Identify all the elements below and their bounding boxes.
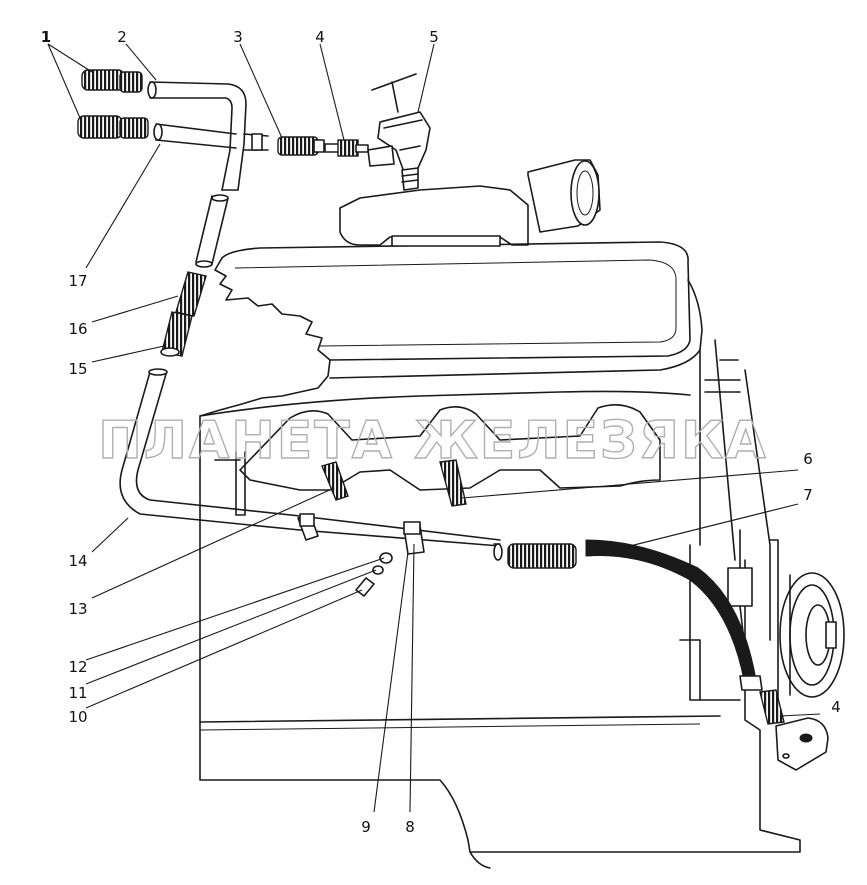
- air-intake: [339, 159, 601, 247]
- callout-11: 11: [68, 684, 87, 702]
- fitting-3: [277, 136, 325, 156]
- hose-1: [77, 69, 149, 139]
- hose-15: [160, 311, 193, 357]
- hose-16: [175, 271, 207, 317]
- fitting-4-lower: [759, 689, 829, 771]
- callout-2: 2: [117, 28, 127, 46]
- valve-cover: [199, 241, 703, 516]
- lower-tube: [119, 368, 503, 561]
- callout-17: 17: [68, 272, 87, 290]
- callout-12: 12: [68, 658, 87, 676]
- callout-4: 4: [315, 28, 325, 46]
- valve-tap: [367, 73, 431, 191]
- callout-14: 14: [68, 552, 87, 570]
- callout-16: 16: [68, 320, 87, 338]
- clamp-8: [403, 521, 425, 555]
- vertical-tube: [195, 194, 229, 268]
- callout-7: 7: [803, 486, 813, 504]
- clamp-13: [297, 513, 319, 541]
- callout-9: 9: [361, 818, 371, 836]
- callout-labels: 1 2 3 4 5 6 7 8 9 10 11 12 13 14 15 16 1…: [41, 28, 841, 836]
- callout-13: 13: [68, 600, 87, 618]
- callout-4-lower: 4: [831, 698, 841, 716]
- tube-17: [153, 123, 269, 151]
- callout-5: 5: [429, 28, 439, 46]
- hose-7: [507, 539, 763, 691]
- engine-block: [199, 339, 845, 869]
- bolt-washers: [355, 552, 393, 597]
- callout-1: 1: [41, 28, 51, 46]
- tube-2: [147, 81, 247, 191]
- watermark-text: ПЛАНЕТА ЖЕЛЕЗЯКА: [98, 411, 767, 471]
- fitting-4: [324, 139, 369, 157]
- callout-15: 15: [68, 360, 87, 378]
- callout-6: 6: [803, 450, 813, 468]
- leader-lines: [47, 43, 821, 813]
- callout-10: 10: [68, 708, 87, 726]
- callout-8: 8: [405, 818, 415, 836]
- callout-3: 3: [233, 28, 243, 46]
